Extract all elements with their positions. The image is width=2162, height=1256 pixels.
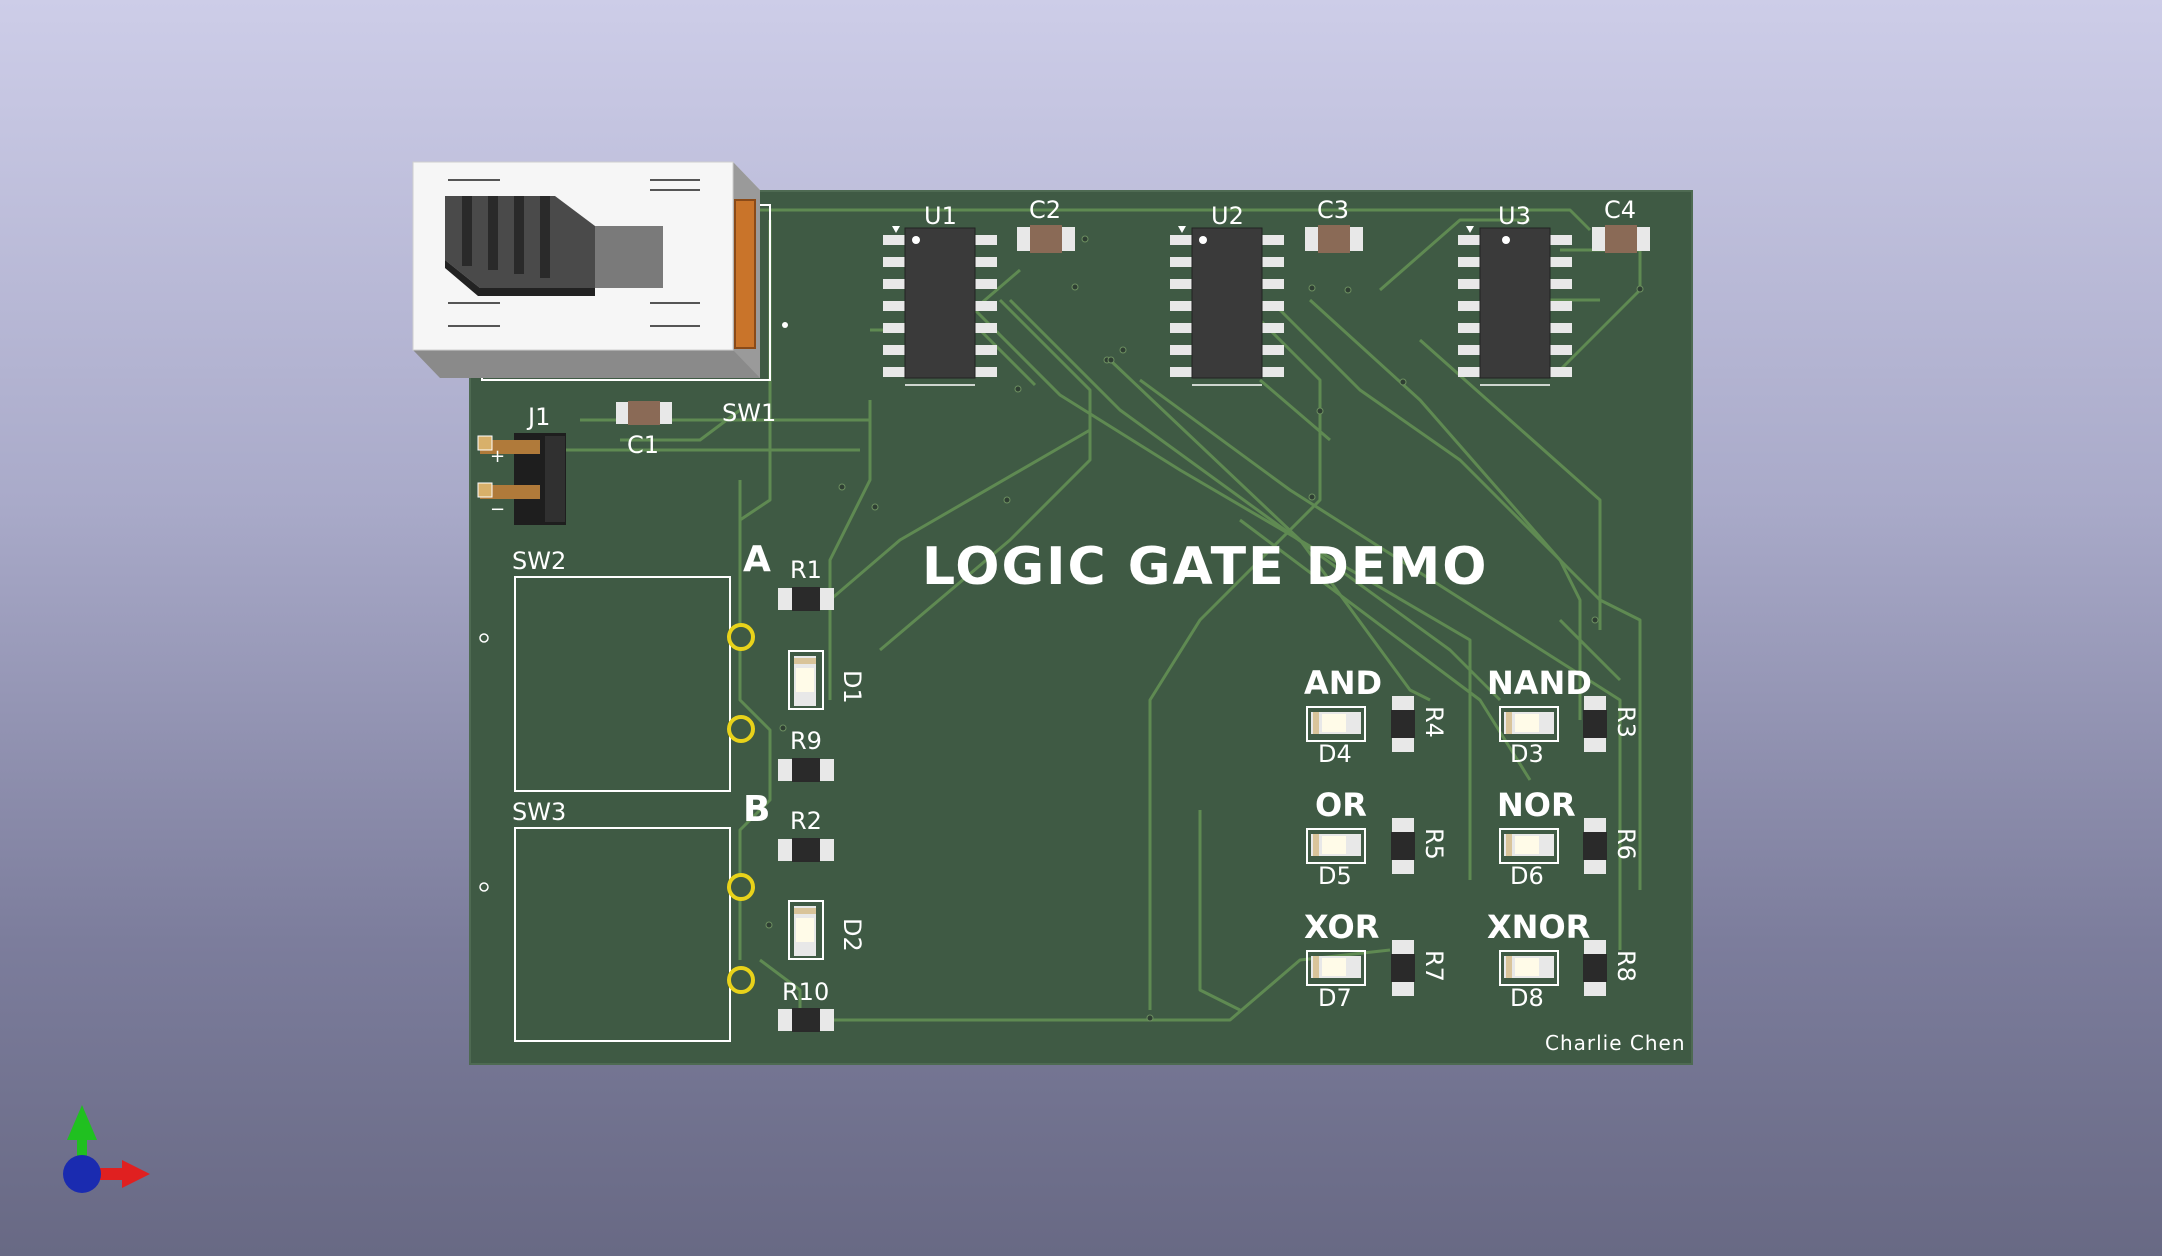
board-author: Charlie Chen bbox=[1545, 1031, 1686, 1055]
r4-label: R4 bbox=[1420, 706, 1448, 738]
input-b-label: B bbox=[743, 789, 770, 830]
d1-led[interactable] bbox=[788, 650, 824, 710]
d1-label: D1 bbox=[838, 670, 866, 704]
j1-label: J1 bbox=[526, 403, 550, 431]
mounting-dot bbox=[782, 322, 788, 328]
d6-label: D6 bbox=[1510, 862, 1544, 890]
d3-led[interactable] bbox=[1499, 706, 1559, 742]
c2-label: C2 bbox=[1029, 196, 1061, 224]
r5-label: R5 bbox=[1420, 828, 1448, 860]
r1-label: R1 bbox=[790, 556, 822, 584]
r9-resistor[interactable] bbox=[778, 758, 834, 782]
r2-label: R2 bbox=[790, 807, 822, 835]
j1-plus-label: + bbox=[490, 446, 505, 467]
d7-led[interactable] bbox=[1306, 950, 1366, 986]
r9-label: R9 bbox=[790, 727, 822, 755]
d4-label: D4 bbox=[1318, 740, 1352, 768]
r10-resistor[interactable] bbox=[778, 1008, 834, 1032]
r3-label: R3 bbox=[1612, 706, 1640, 738]
c4-label: C4 bbox=[1604, 196, 1636, 224]
r2-resistor[interactable] bbox=[778, 838, 834, 862]
r6-label: R6 bbox=[1612, 828, 1640, 860]
u1-ic[interactable] bbox=[883, 226, 997, 386]
d4-led[interactable] bbox=[1306, 706, 1366, 742]
j1-minus-label: − bbox=[490, 499, 505, 520]
test-points bbox=[727, 623, 755, 994]
d5-led[interactable] bbox=[1306, 828, 1366, 864]
r3-resistor[interactable] bbox=[1583, 696, 1607, 752]
gate-xnor-label: XNOR bbox=[1487, 908, 1590, 946]
c3-capacitor[interactable] bbox=[1305, 225, 1363, 253]
u1-label: U1 bbox=[924, 202, 957, 230]
r8-resistor[interactable] bbox=[1583, 940, 1607, 996]
gate-nand-label: NAND bbox=[1487, 664, 1592, 702]
c1-capacitor[interactable] bbox=[616, 401, 672, 425]
gate-or-label: OR bbox=[1315, 786, 1367, 824]
d3-label: D3 bbox=[1510, 740, 1544, 768]
u3-ic[interactable] bbox=[1458, 226, 1572, 386]
r5-resistor[interactable] bbox=[1391, 818, 1415, 874]
r10-label: R10 bbox=[782, 978, 829, 1006]
sw2-label: SW2 bbox=[512, 547, 566, 575]
mounting-dot bbox=[479, 633, 489, 643]
gate-and-label: AND bbox=[1304, 664, 1382, 702]
c3-label: C3 bbox=[1317, 196, 1349, 224]
sw2-pushbutton[interactable] bbox=[514, 576, 731, 792]
sw1-slide-switch[interactable] bbox=[412, 161, 771, 381]
r4-resistor[interactable] bbox=[1391, 696, 1415, 752]
vias bbox=[765, 235, 1644, 1022]
d8-label: D8 bbox=[1510, 984, 1544, 1012]
u3-label: U3 bbox=[1498, 202, 1531, 230]
d6-led[interactable] bbox=[1499, 828, 1559, 864]
r7-resistor[interactable] bbox=[1391, 940, 1415, 996]
r6-resistor[interactable] bbox=[1583, 818, 1607, 874]
u2-ic[interactable] bbox=[1170, 226, 1284, 386]
c2-capacitor[interactable] bbox=[1017, 225, 1075, 253]
sw3-label: SW3 bbox=[512, 798, 566, 826]
mounting-dot bbox=[479, 882, 489, 892]
d2-led[interactable] bbox=[788, 900, 824, 960]
sw1-label: SW1 bbox=[722, 399, 776, 427]
board-title: LOGIC GATE DEMO bbox=[922, 537, 1488, 597]
d8-led[interactable] bbox=[1499, 950, 1559, 986]
d7-label: D7 bbox=[1318, 984, 1352, 1012]
c1-label: C1 bbox=[627, 431, 659, 459]
d5-label: D5 bbox=[1318, 862, 1352, 890]
r1-resistor[interactable] bbox=[778, 587, 834, 611]
axis-triad-icon[interactable] bbox=[63, 1105, 150, 1193]
u2-label: U2 bbox=[1211, 202, 1244, 230]
switch-actuator bbox=[734, 199, 756, 349]
r8-label: R8 bbox=[1612, 950, 1640, 982]
r7-label: R7 bbox=[1420, 950, 1448, 982]
gate-xor-label: XOR bbox=[1304, 908, 1379, 946]
d2-label: D2 bbox=[838, 918, 866, 952]
gate-nor-label: NOR bbox=[1497, 786, 1576, 824]
j1-power-connector[interactable]: + − bbox=[477, 433, 566, 525]
copper-traces bbox=[480, 208, 1642, 1022]
input-a-label: A bbox=[743, 539, 771, 580]
sw3-pushbutton[interactable] bbox=[514, 827, 731, 1042]
c4-capacitor[interactable] bbox=[1592, 225, 1650, 253]
